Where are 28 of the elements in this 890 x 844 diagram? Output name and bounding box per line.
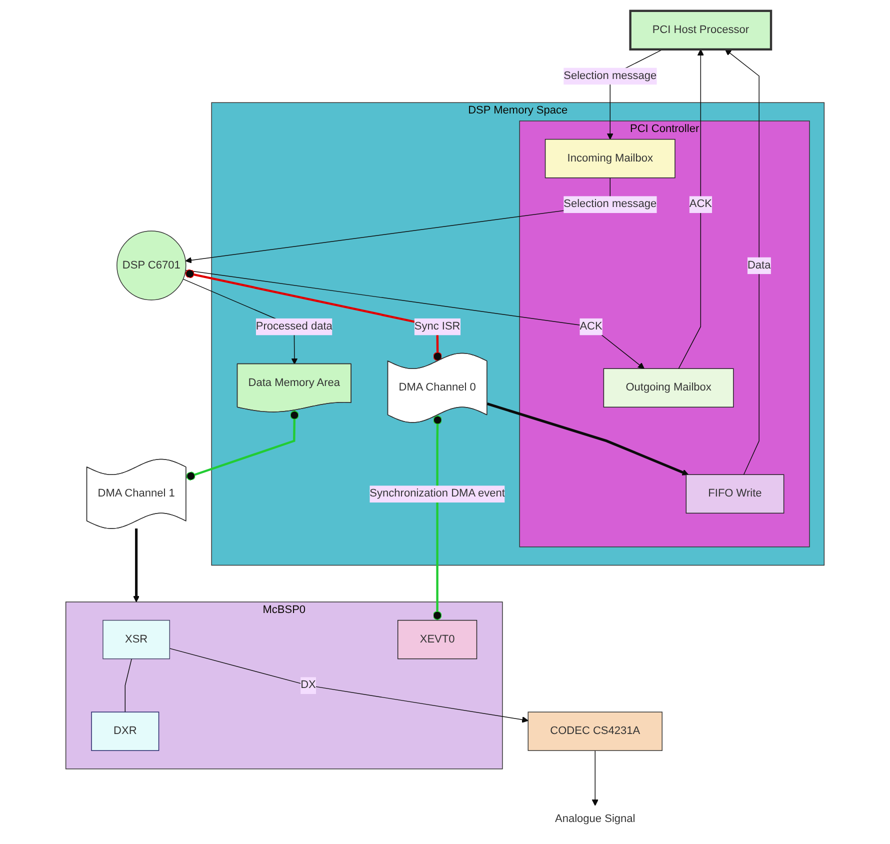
node-circle: DSP C6701 [116,230,186,300]
edge-label: DX [300,678,316,692]
edge-label: ACK [689,198,712,210]
connector [432,415,442,620]
node-text: Analogue Signal [555,812,636,826]
arrow [169,648,528,723]
arrow [592,750,598,806]
edge-label: Selection message [564,69,657,82]
edge-label: Sync ISR [414,320,460,332]
node-box: XSR [102,620,170,660]
arrow [133,528,140,602]
connector [184,269,442,362]
arrow [678,49,704,369]
arrow [486,402,689,476]
node-box: FIFO Write [686,474,784,514]
edge-label: Data [747,258,771,272]
connector [124,658,132,712]
connector [186,410,299,480]
arrow [185,270,644,369]
node-box: DXR [91,712,160,751]
node-box: PCI Host Processor [629,10,772,50]
edge-label: Selection message [564,198,657,210]
edge-label: ACK [580,320,602,332]
node-box: XEVT0 [397,620,478,660]
node-box: Outgoing Mailbox [603,368,734,408]
arrow [724,49,760,475]
node-box: CODEC CS4231A [528,712,662,751]
node-box: Incoming Mailbox [544,138,676,178]
